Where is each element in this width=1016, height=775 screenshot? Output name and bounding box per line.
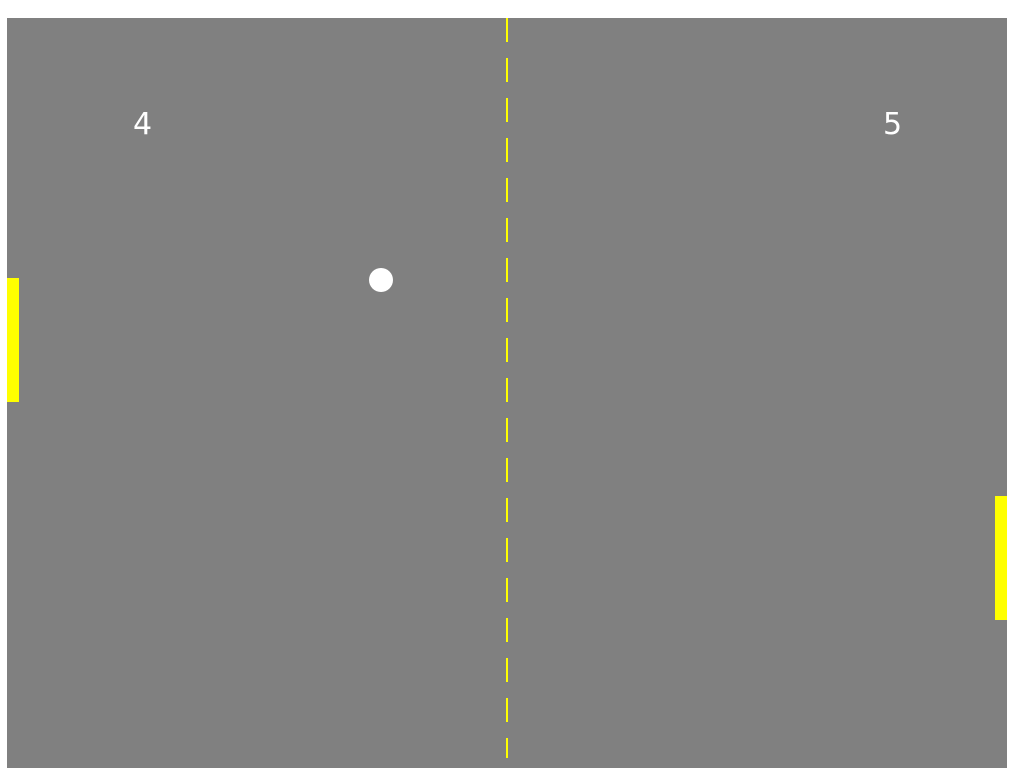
game-court[interactable]: 4 5 — [7, 18, 1007, 768]
ball — [369, 268, 393, 292]
left-paddle[interactable] — [7, 278, 19, 402]
right-player-score: 5 — [883, 107, 903, 142]
left-player-score: 4 — [133, 107, 153, 142]
center-net-line — [506, 18, 508, 758]
right-paddle[interactable] — [995, 496, 1007, 620]
